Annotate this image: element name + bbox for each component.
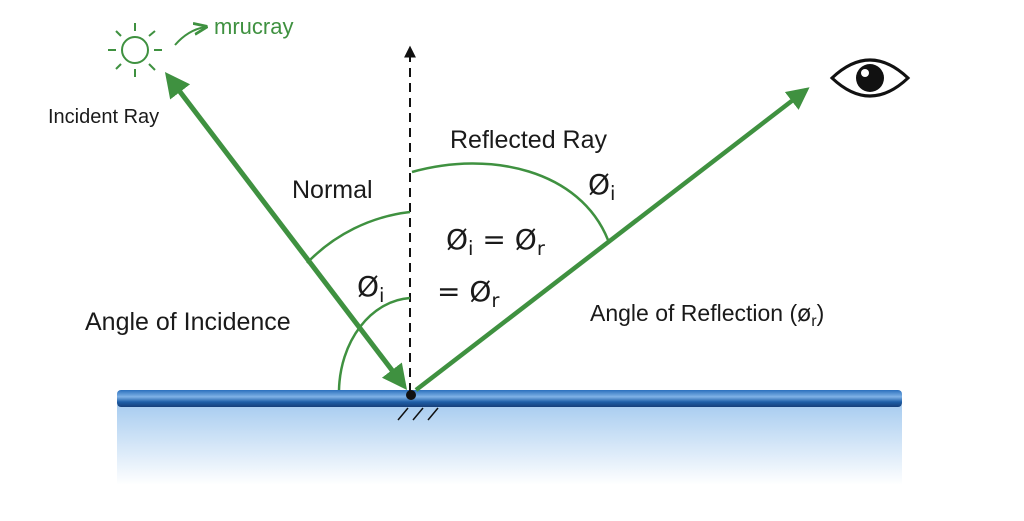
- incident-ray-label: Incident Ray: [48, 106, 160, 128]
- subscript-i: i: [379, 283, 385, 307]
- subscript-r: r: [811, 311, 817, 330]
- sun-caption: mrucray: [214, 14, 294, 39]
- equals-sign: =: [437, 275, 461, 308]
- equals-phi-r: = Ør: [437, 275, 499, 312]
- phi-symbol: Ø: [469, 275, 492, 308]
- subscript-i: i: [610, 181, 616, 205]
- eye-icon: [829, 58, 911, 98]
- angle-of-reflection-label: Angle of Reflection (ør): [590, 300, 824, 331]
- point-of-incidence: [406, 390, 416, 400]
- equals-sign: =: [482, 223, 506, 256]
- mirror-surface: [117, 390, 902, 407]
- closing-paren: ): [816, 300, 825, 326]
- normal-label: Normal: [292, 176, 373, 204]
- incidence-angle-symbol: Øi: [357, 270, 385, 307]
- reflected-ray-label: Reflected Ray: [450, 126, 608, 154]
- subscript-r: r: [491, 288, 500, 312]
- angle-of-incidence-label: Angle of Incidence: [85, 308, 291, 336]
- mirror-glow: [117, 405, 902, 485]
- sun-icon: [108, 23, 162, 77]
- subscript-i: i: [468, 236, 474, 260]
- incidence-arc-large: [306, 210, 411, 264]
- phi-symbol: Ø: [514, 223, 537, 256]
- angle-equality: Øi = Ør: [446, 223, 545, 260]
- reflection-angle-symbol: Øi: [588, 168, 616, 205]
- reflected-ray-arrow: [414, 87, 810, 392]
- phi-symbol: Ø: [588, 168, 611, 201]
- hatch-marks: [397, 407, 439, 421]
- sun-caption-arrow: [174, 27, 205, 46]
- phi-symbol: Ø: [446, 223, 469, 256]
- phi-symbol: Ø: [357, 270, 380, 303]
- angle-of-reflection-text: Angle of Reflection (: [590, 300, 798, 326]
- subscript-r: r: [536, 236, 545, 260]
- incident-ray-arrow: [164, 72, 408, 390]
- reflection-arc: [411, 162, 610, 241]
- phi-small-symbol: ø: [797, 301, 812, 327]
